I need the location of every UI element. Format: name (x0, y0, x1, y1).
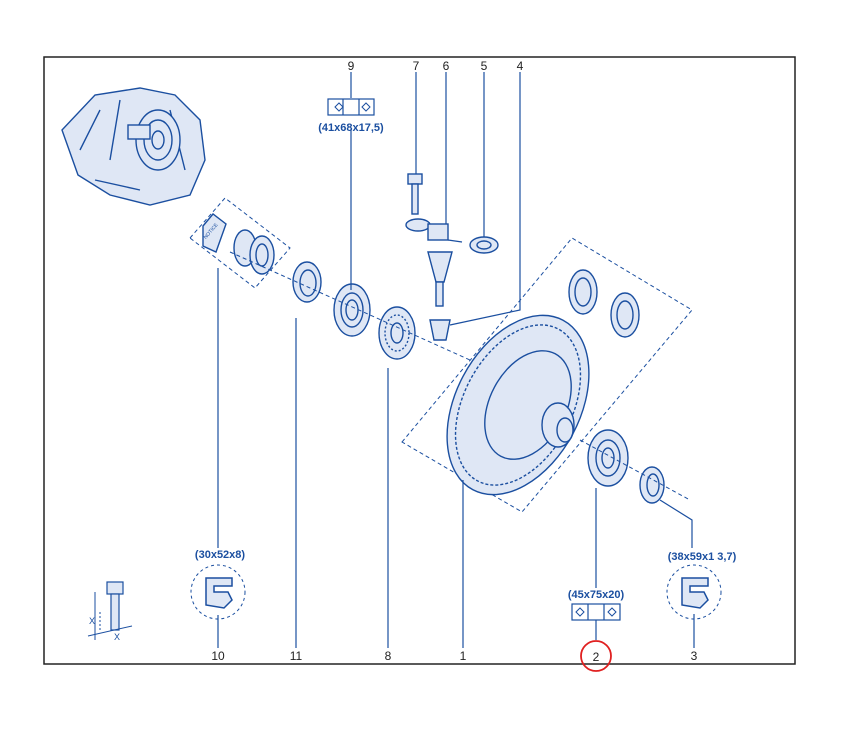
shim-pair (568, 269, 640, 338)
crown-wheel-1 (446, 314, 590, 496)
dimension-bearing-9: (41x68x17,5) (318, 122, 384, 134)
bearing-symbol-9 (327, 98, 375, 116)
callout-9: 9 (348, 59, 355, 73)
callout-4: 4 (517, 59, 524, 73)
leader-lines (217, 72, 695, 648)
seal-3 (639, 466, 665, 504)
callout-3: 3 (691, 649, 698, 663)
axis-label-x-vertical: X (89, 616, 95, 626)
callout-10: 10 (211, 649, 225, 663)
axis-label-x-horizontal: X (114, 632, 120, 642)
diagram-frame (43, 56, 796, 665)
dimension-seal-10: (30x52x8) (195, 549, 245, 561)
dimension-bearing-2: (45x75x20) (568, 589, 625, 601)
highlight-circle (580, 640, 612, 672)
kit-group-outline (189, 197, 291, 289)
seal-symbol-3 (666, 564, 722, 620)
callout-5: 5 (481, 59, 488, 73)
callout-1: 1 (460, 649, 467, 663)
callout-7: 7 (413, 59, 420, 73)
seal-kit-rings (233, 229, 275, 275)
bearing-2 (587, 429, 629, 487)
screw-dimension-icon (87, 581, 133, 640)
gearbox-housing-illustration (61, 87, 206, 206)
callout-6: 6 (443, 59, 450, 73)
bearing-symbol-2 (571, 603, 621, 621)
pinion-6 (405, 218, 463, 341)
callout-8: 8 (385, 649, 392, 663)
callout-2: 2 (593, 650, 600, 664)
bolt-7 (407, 173, 423, 215)
seal-ring-11 (292, 261, 322, 303)
callout-11: 11 (290, 649, 303, 663)
washer-5 (469, 236, 499, 254)
seal-symbol-10 (190, 564, 246, 620)
assembly-axis (229, 251, 691, 501)
dimension-seal-3: (38x59x1 3,7) (668, 551, 737, 563)
bearing-9 (333, 283, 371, 337)
notice-booklet: NOTICE (202, 213, 227, 253)
